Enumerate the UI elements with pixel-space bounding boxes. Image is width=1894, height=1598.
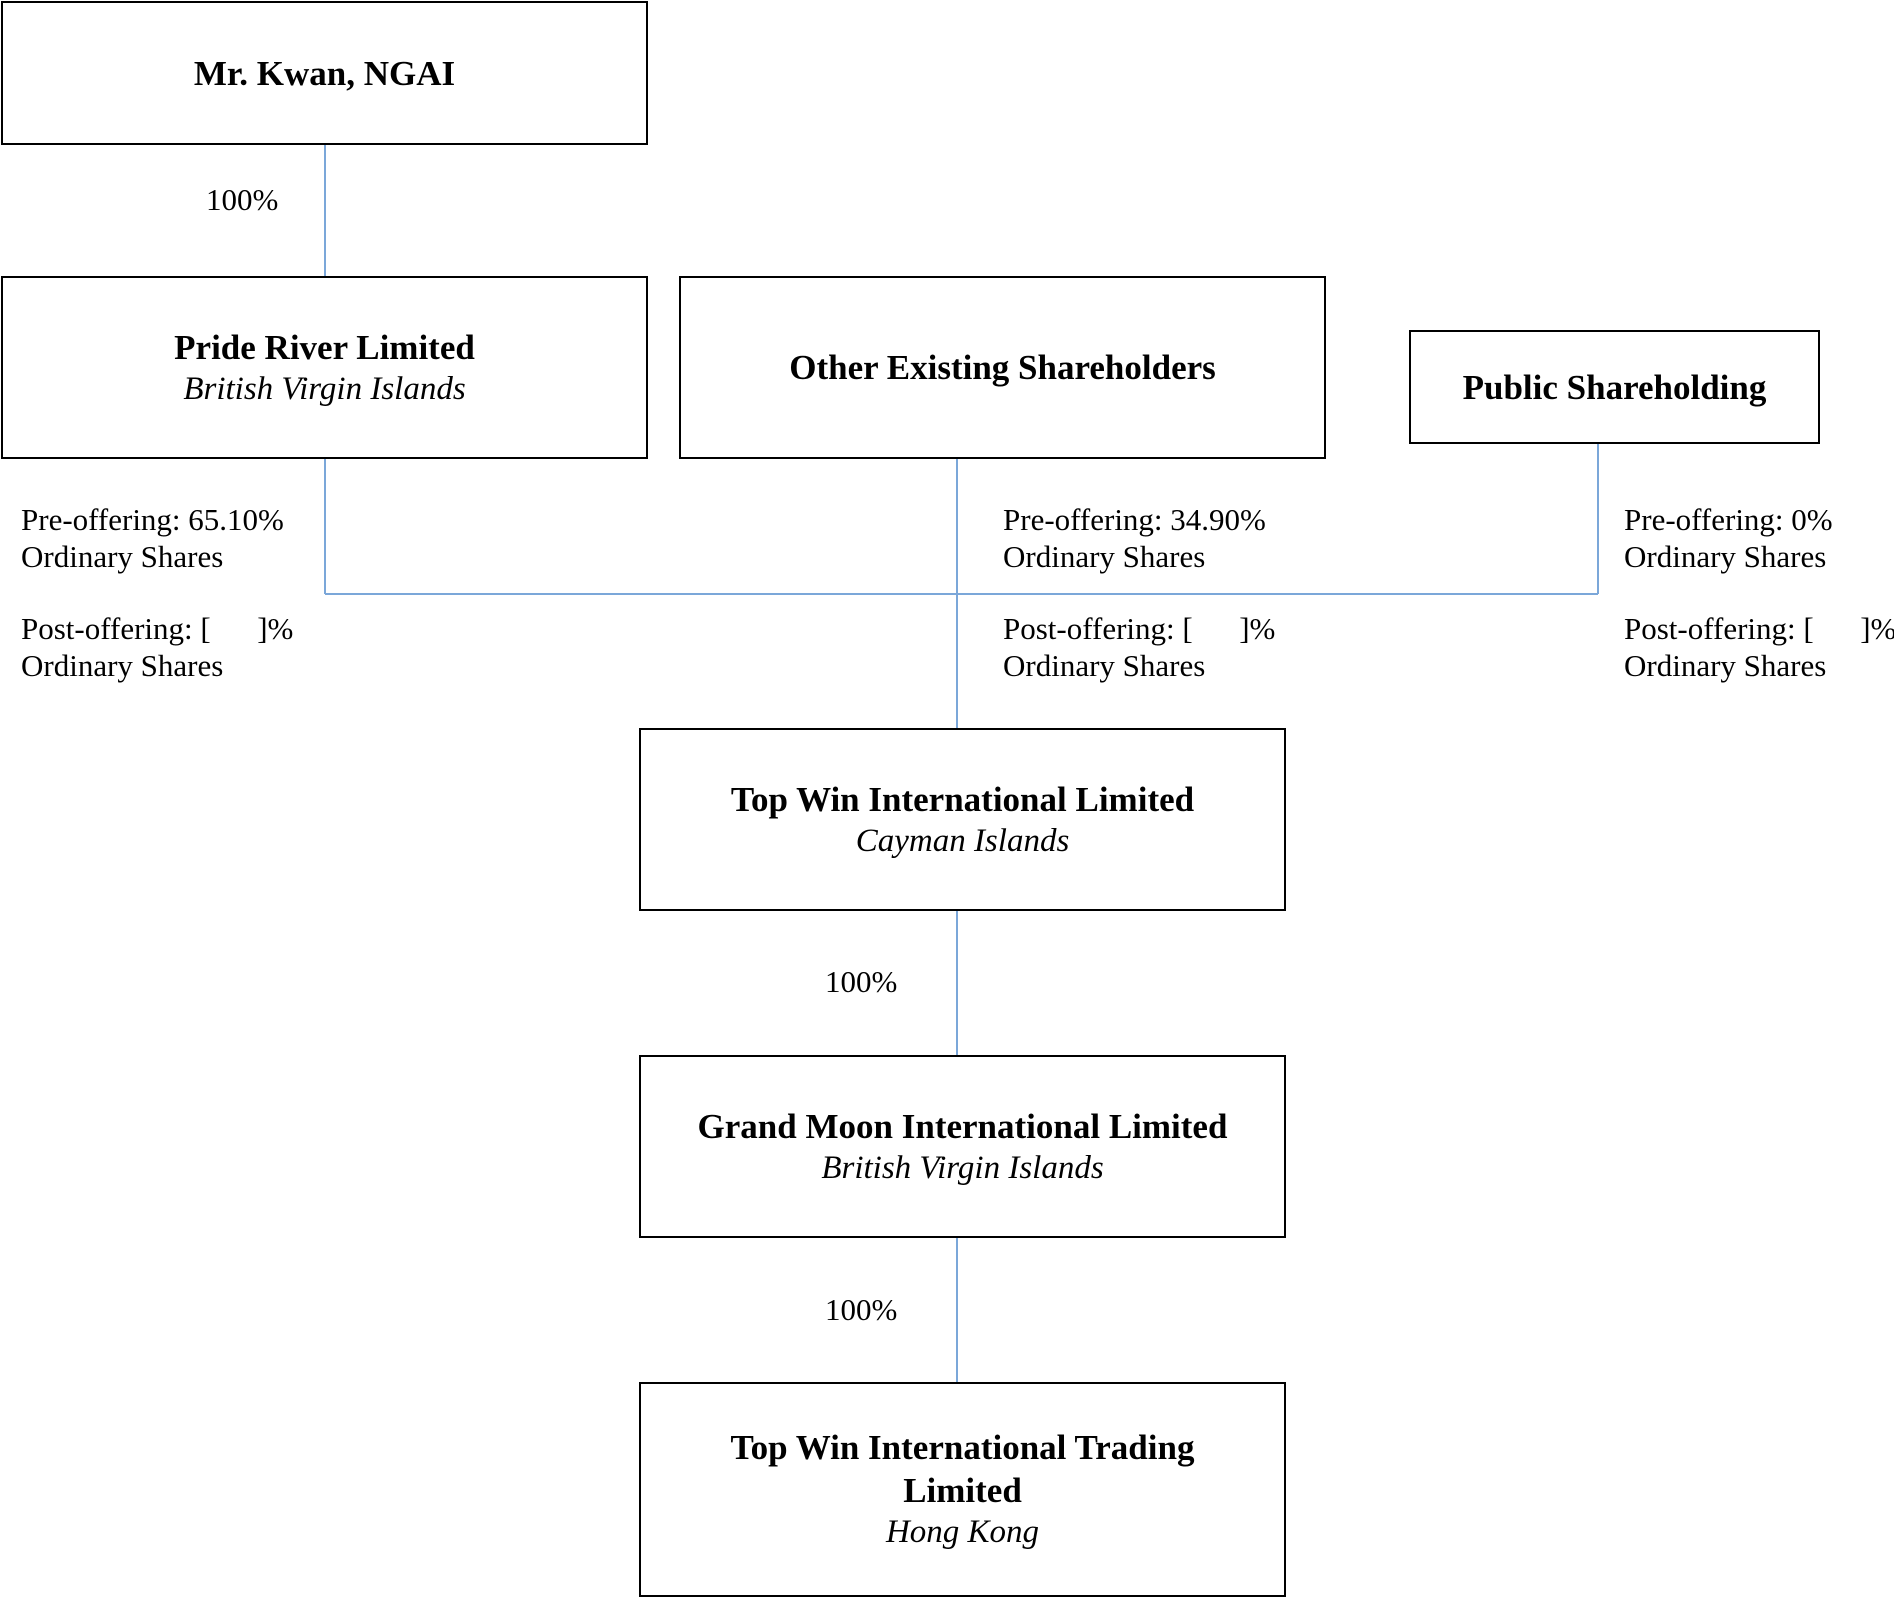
entity-top-win-trading: Top Win International Trading Limited Ho… — [639, 1382, 1286, 1597]
entity-public-shareholding: Public Shareholding — [1409, 330, 1820, 444]
entity-jurisdiction: British Virgin Islands — [183, 370, 466, 407]
entity-grand-moon: Grand Moon International Limited British… — [639, 1055, 1286, 1238]
holding-public-pre-class: Ordinary Shares — [1624, 539, 1827, 574]
entity-name: Grand Moon International Limited — [697, 1106, 1228, 1146]
entity-jurisdiction: Hong Kong — [885, 1514, 1040, 1550]
entity-name: Pride River Limited — [174, 327, 475, 367]
entity-name-line1: Top Win International Trading — [730, 1428, 1195, 1467]
holding-pride-pre-class: Ordinary Shares — [21, 539, 224, 574]
holding-other-pre: Pre-offering: 34.90% — [1003, 502, 1266, 537]
holding-public-pre: Pre-offering: 0% — [1624, 502, 1833, 537]
holding-pride-post: Post-offering: [ ]% — [21, 611, 294, 646]
holding-pride-post-class: Ordinary Shares — [21, 648, 224, 683]
entity-mr-kwan: Mr. Kwan, NGAI — [1, 1, 648, 145]
holding-other-post: Post-offering: [ ]% — [1003, 611, 1276, 646]
entity-pride-river: Pride River Limited British Virgin Islan… — [1, 276, 648, 459]
entity-jurisdiction: British Virgin Islands — [821, 1149, 1104, 1186]
entity-name: Top Win International Limited — [730, 779, 1195, 819]
edge-label-grandmoon-to-trading: 100% — [825, 1292, 898, 1327]
entity-name-line2: Limited — [903, 1471, 1022, 1510]
entity-name: Public Shareholding — [1462, 367, 1767, 407]
edge-label-kwan-to-pride: 100% — [206, 182, 279, 217]
entity-name: Mr. Kwan, NGAI — [193, 53, 456, 93]
entity-other-shareholders: Other Existing Shareholders — [679, 276, 1326, 459]
holding-other-pre-class: Ordinary Shares — [1003, 539, 1206, 574]
holding-public-post-class: Ordinary Shares — [1624, 648, 1827, 683]
holding-other-post-class: Ordinary Shares — [1003, 648, 1206, 683]
edge-label-topwin-to-grandmoon: 100% — [825, 964, 898, 999]
entity-top-win: Top Win International Limited Cayman Isl… — [639, 728, 1286, 911]
entity-name: Other Existing Shareholders — [789, 348, 1216, 387]
holding-pride-pre: Pre-offering: 65.10% — [21, 502, 284, 537]
holding-public-post: Post-offering: [ ]% — [1624, 611, 1894, 646]
entity-jurisdiction: Cayman Islands — [855, 822, 1070, 859]
